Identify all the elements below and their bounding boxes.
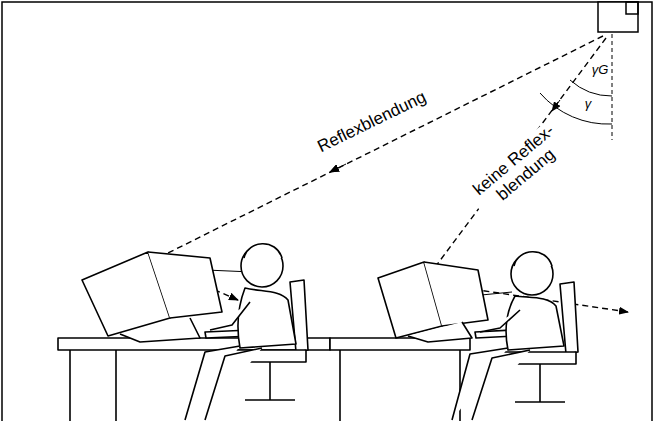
- ray-label: Reflexblendung: [313, 87, 431, 157]
- ray-label: keine Reflex- blendung: [464, 116, 577, 219]
- angle-label: γG: [590, 63, 611, 77]
- angle-label: γ: [583, 97, 594, 111]
